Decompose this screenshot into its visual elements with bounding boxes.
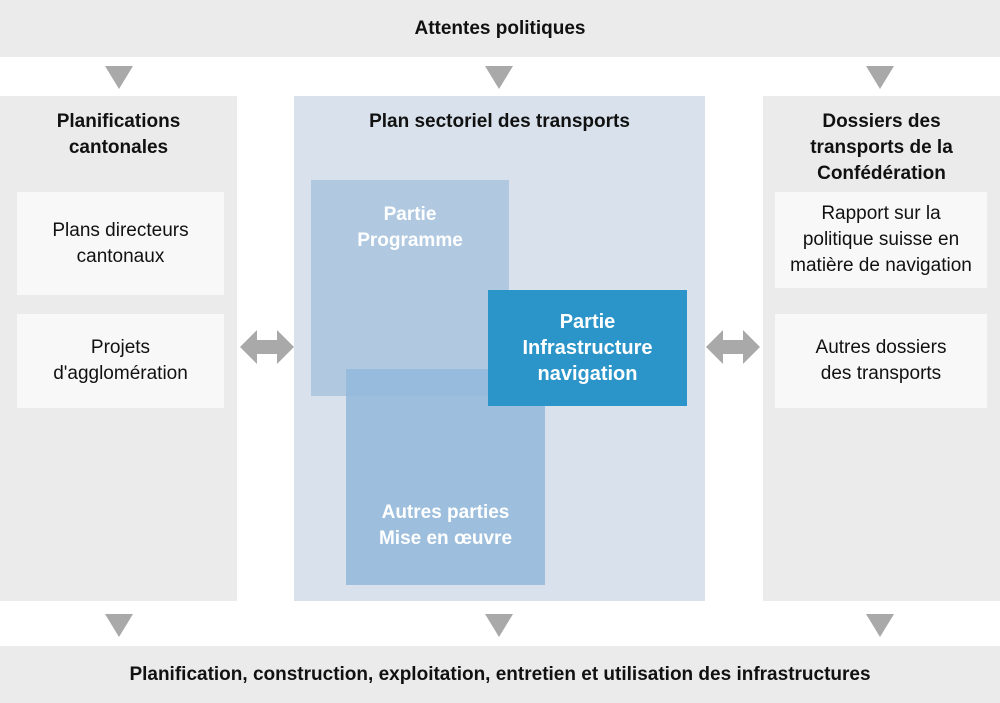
bottom-band-label: Planification, construction, exploitatio… [129, 663, 871, 685]
card-rapport-navigation: Rapport sur la politique suisse en matiè… [775, 192, 987, 288]
other-parts-label: Autres parties Mise en œuvre [378, 502, 513, 549]
double-arrow-icon [706, 330, 760, 364]
down-arrow-icon [866, 614, 894, 637]
bottom-band: Planification, construction, exploitatio… [0, 646, 1000, 703]
down-arrow-icon [105, 66, 133, 89]
top-band-label: Attentes politiques [414, 17, 586, 39]
down-arrow-icon [105, 614, 133, 637]
federal-transport-column: Dossiers des transports de la Confédérat… [763, 96, 1000, 601]
card-projets-agglomeration: Projets d'agglomération [17, 314, 224, 408]
sectoral-plan-title: Plan sectoriel des transports [369, 111, 630, 132]
double-arrow-icon [240, 330, 294, 364]
card-plans-directeurs: Plans directeurs cantonaux [17, 192, 224, 295]
infrastructure-navigation-label: Partie Infrastructure navigation [522, 311, 653, 385]
down-arrow-icon [485, 614, 513, 637]
down-arrow-icon [485, 66, 513, 89]
top-band: Attentes politiques [0, 0, 1000, 57]
cantonal-planning-title: Planifications cantonales [56, 111, 181, 158]
cantonal-planning-column: Planifications cantonales Plans directeu… [0, 96, 237, 601]
programme-label: Partie Programme [357, 204, 463, 251]
down-arrow-icon [866, 66, 894, 89]
infrastructure-navigation-block: Partie Infrastructure navigation [488, 290, 687, 406]
programme-block: Partie Programme [311, 180, 509, 396]
card-autres-dossiers: Autres dossiers des transports [775, 314, 987, 408]
federal-transport-title: Dossiers des transports de la Confédérat… [810, 111, 953, 184]
